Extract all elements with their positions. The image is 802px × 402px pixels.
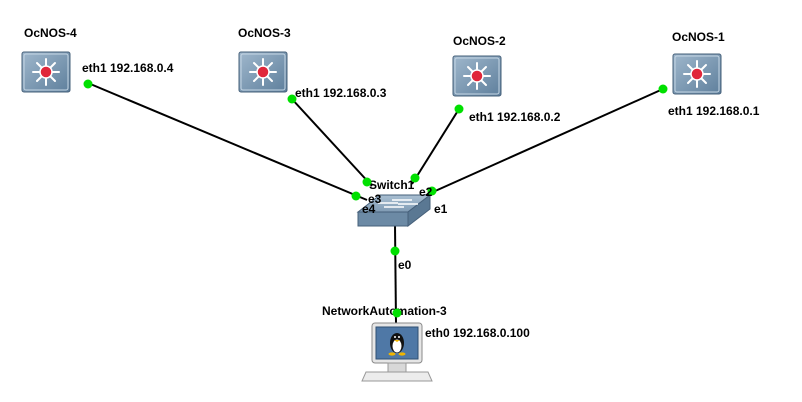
port-dot-ocnos2-eth1[interactable]	[454, 104, 464, 114]
port-dot-switch1-e3[interactable]	[362, 177, 372, 187]
router-icon	[238, 51, 288, 93]
port-dot-ocnos1-eth1[interactable]	[658, 84, 668, 94]
port-label-ocnos3-eth1: eth1 192.168.0.3	[295, 86, 387, 100]
linux-computer-icon	[361, 322, 433, 382]
port-label-ocnos1-eth1: eth1 192.168.0.1	[668, 104, 760, 118]
port-labels: eth1 192.168.0.4 eth1 192.168.0.3 eth1 1…	[82, 61, 760, 340]
node-label-switch1: Switch1	[369, 178, 415, 192]
port-dot-switch1-e4[interactable]	[351, 191, 361, 201]
node-ocnos4[interactable]: OcNOS-4	[21, 26, 77, 93]
node-label-netauto: NetworkAutomation-3	[322, 304, 447, 318]
port-dot-switch1-e1[interactable]	[427, 186, 437, 196]
port-label-ocnos4-eth1: eth1 192.168.0.4	[82, 61, 174, 75]
node-label-ocnos1: OcNOS-1	[672, 30, 725, 44]
port-label-switch1-e1: e1	[434, 202, 448, 216]
port-dot-switch1-e0[interactable]	[390, 246, 400, 256]
router-icon	[21, 51, 71, 93]
port-label-switch1-e2: e2	[419, 185, 433, 199]
node-ocnos3[interactable]: OcNOS-3	[238, 26, 291, 93]
port-dot-ocnos3-eth1[interactable]	[287, 94, 297, 104]
link-ocnos1-switch1[interactable]	[423, 88, 664, 197]
links	[87, 82, 664, 324]
port-label-ocnos2-eth1: eth1 192.168.0.2	[469, 110, 561, 124]
link-ocnos3-switch1[interactable]	[290, 97, 373, 187]
node-label-ocnos3: OcNOS-3	[238, 26, 291, 40]
node-ocnos1[interactable]: OcNOS-1	[672, 30, 725, 95]
node-label-ocnos2: OcNOS-2	[453, 34, 506, 48]
link-ocnos4-switch1[interactable]	[87, 82, 368, 201]
node-switch1[interactable]: Switch1	[356, 178, 432, 228]
port-dot-switch1-e2[interactable]	[410, 173, 420, 183]
node-ocnos2[interactable]: OcNOS-2	[452, 34, 506, 97]
port-dot-netauto-eth0[interactable]	[392, 308, 402, 318]
router-icon	[672, 53, 722, 95]
port-dot-ocnos4-eth1[interactable]	[83, 79, 93, 89]
switch-icon	[356, 193, 432, 228]
link-ocnos2-switch1[interactable]	[411, 108, 460, 185]
node-netauto[interactable]: NetworkAutomation-3	[322, 304, 447, 382]
port-label-switch1-e3: e3	[368, 192, 382, 206]
port-dots	[83, 79, 668, 318]
port-label-switch1-e0: e0	[398, 258, 412, 272]
router-icon	[452, 55, 502, 97]
link-netauto-switch1[interactable]	[394, 224, 397, 324]
port-label-switch1-e4: e4	[362, 202, 376, 216]
node-label-ocnos4: OcNOS-4	[24, 26, 77, 40]
port-label-netauto-eth0: eth0 192.168.0.100	[425, 326, 530, 340]
